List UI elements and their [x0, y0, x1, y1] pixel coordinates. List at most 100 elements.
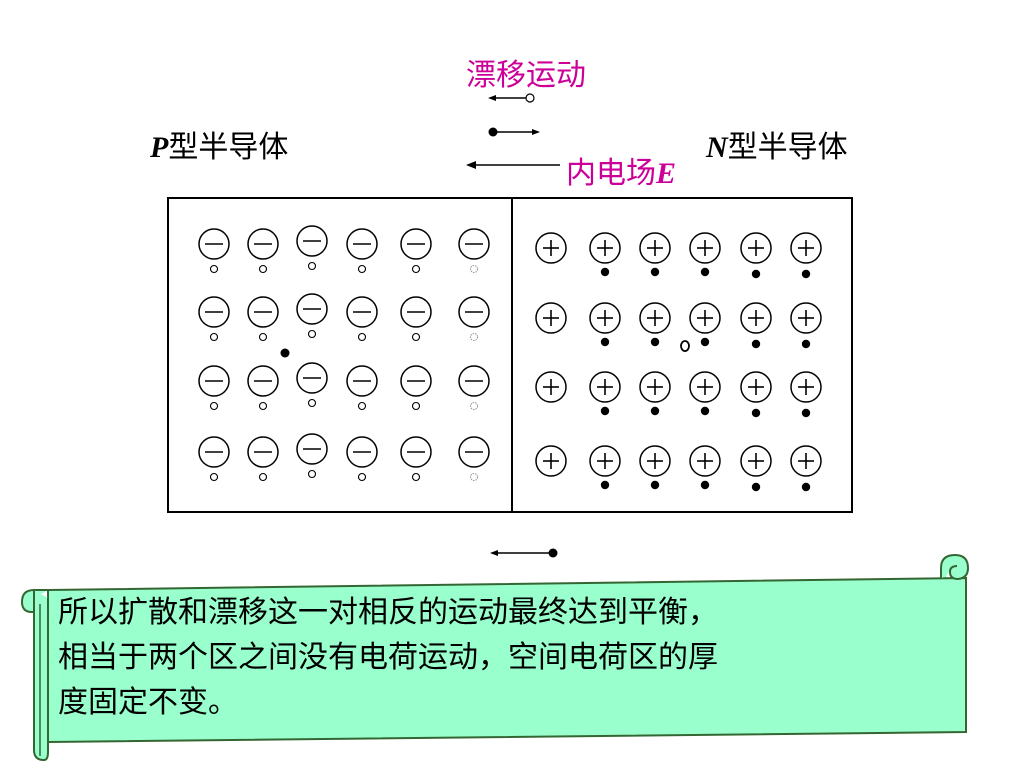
electron-carrier: [700, 337, 710, 347]
positive-ion: [535, 302, 567, 334]
electron-carrier: [600, 267, 610, 277]
hole-carrier: [209, 332, 219, 342]
hole-carrier: [258, 264, 268, 274]
negative-ion: [247, 365, 279, 397]
scroll-line-3: 度固定不变。: [58, 685, 238, 720]
n-region: [535, 232, 822, 492]
negative-ion: [198, 436, 230, 468]
negative-ion: [296, 362, 328, 394]
positive-ion: [740, 371, 772, 403]
electron-carrier: [600, 337, 610, 347]
positive-ion: [535, 371, 567, 403]
bottom-arrow-electron: [490, 548, 558, 558]
positive-ion: [589, 371, 621, 403]
positive-ion: [790, 302, 822, 334]
stray-hole: [680, 340, 690, 352]
internal-field-label: 内电场E: [566, 148, 676, 192]
scroll-text: 所以扩散和漂移这一对相反的运动最终达到平衡， 相当于两个区之间没有电荷运动，空间…: [58, 590, 958, 725]
positive-ion: [790, 445, 822, 477]
positive-ion: [689, 371, 721, 403]
electron-carrier: [751, 339, 761, 349]
scroll-line-1: 所以扩散和漂移这一对相反的运动最终达到平衡，: [58, 595, 718, 630]
negative-ion: [346, 296, 378, 328]
hole-carrier: [357, 332, 367, 342]
hole-carrier: [469, 401, 479, 411]
internal-field-arrow: [466, 161, 560, 169]
hole-carrier: [258, 401, 268, 411]
positive-ion: [740, 232, 772, 264]
positive-ion: [790, 371, 822, 403]
electron-carrier: [650, 337, 660, 347]
positive-ion: [535, 232, 567, 264]
hole-carrier: [357, 264, 367, 274]
positive-ion: [689, 302, 721, 334]
hole-carrier: [307, 329, 317, 339]
hole-carrier: [357, 472, 367, 482]
negative-ion: [400, 296, 432, 328]
electron-carrier: [650, 406, 660, 416]
drift-arrow-hole: [488, 93, 535, 103]
hole-carrier: [307, 398, 317, 408]
hole-carrier: [209, 472, 219, 482]
negative-ion: [400, 365, 432, 397]
n-type-label: N型半导体: [706, 122, 848, 166]
positive-ion: [639, 371, 671, 403]
drift-arrow-electron: [488, 127, 540, 137]
drift-motion-label: 漂移运动: [466, 58, 586, 93]
electron-carrier: [700, 480, 710, 490]
positive-ion: [689, 445, 721, 477]
negative-ion: [458, 365, 490, 397]
electron-carrier: [801, 269, 811, 279]
p-region: [198, 225, 490, 482]
negative-ion: [346, 436, 378, 468]
hole-carrier: [258, 332, 268, 342]
negative-ion: [400, 436, 432, 468]
hole-carrier: [357, 401, 367, 411]
negative-ion: [458, 228, 490, 260]
hole-carrier: [411, 264, 421, 274]
negative-ion: [400, 228, 432, 260]
positive-ion: [639, 302, 671, 334]
electron-carrier: [600, 406, 610, 416]
electron-carrier: [751, 269, 761, 279]
hole-carrier: [469, 472, 479, 482]
positive-ion: [790, 232, 822, 264]
electron-carrier: [801, 482, 811, 492]
p-letter: P: [150, 131, 169, 164]
electron-carrier: [751, 408, 761, 418]
negative-ion: [458, 436, 490, 468]
positive-ion: [740, 302, 772, 334]
negative-ion: [198, 365, 230, 397]
positive-ion: [589, 302, 621, 334]
hole-carrier: [411, 472, 421, 482]
electron-carrier: [751, 482, 761, 492]
electron-carrier: [700, 406, 710, 416]
negative-ion: [296, 225, 328, 257]
positive-ion: [535, 445, 567, 477]
electron-carrier: [700, 267, 710, 277]
negative-ion: [346, 228, 378, 260]
electron-carrier: [600, 480, 610, 490]
negative-ion: [296, 293, 328, 325]
hole-carrier: [469, 264, 479, 274]
n-type-text: 型半导体: [727, 130, 848, 165]
negative-ion: [247, 436, 279, 468]
field-text: 内电场: [566, 156, 656, 191]
positive-ion: [589, 445, 621, 477]
field-letter: E: [656, 157, 677, 190]
hole-carrier: [411, 401, 421, 411]
negative-ion: [247, 296, 279, 328]
scroll-banner: [20, 553, 970, 762]
positive-ion: [589, 232, 621, 264]
hole-carrier: [307, 469, 317, 479]
scroll-line-2: 相当于两个区之间没有电荷运动，空间电荷区的厚: [58, 640, 718, 675]
stray-electron: [280, 348, 290, 358]
hole-carrier: [411, 332, 421, 342]
positive-ion: [740, 445, 772, 477]
n-letter: N: [706, 131, 728, 164]
negative-ion: [198, 296, 230, 328]
negative-ion: [458, 296, 490, 328]
positive-ion: [689, 232, 721, 264]
negative-ion: [198, 228, 230, 260]
